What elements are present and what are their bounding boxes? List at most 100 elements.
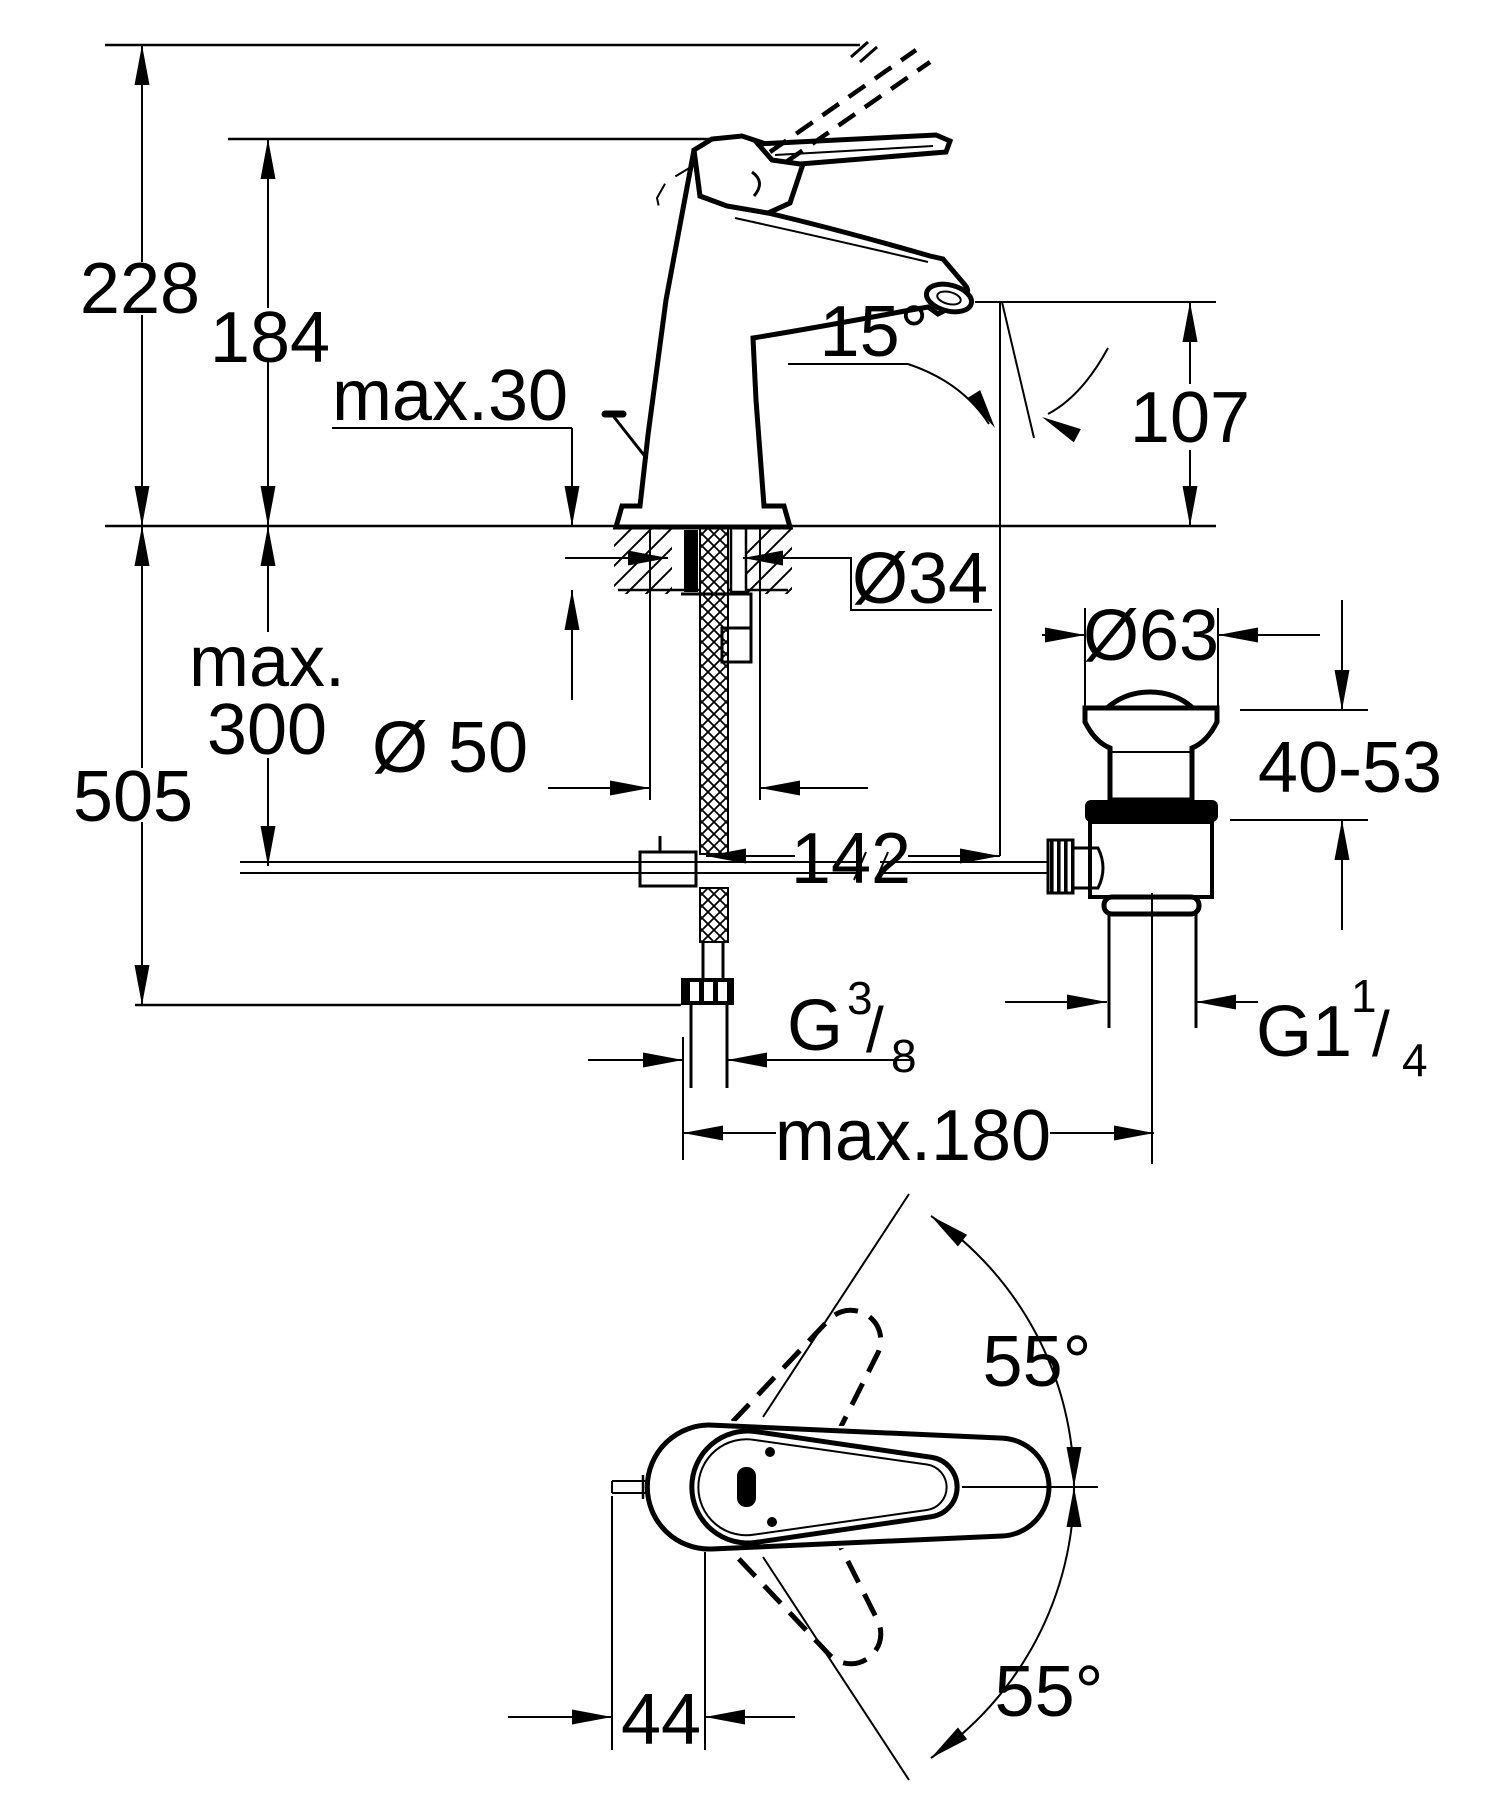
swivel-axis-upper <box>762 1193 910 1418</box>
arrow-184-top <box>260 139 276 179</box>
arrow-505-bottom <box>134 965 150 1005</box>
dim-label-supply-thread-den: 8 <box>891 1030 917 1082</box>
dim-label-supply-thread: G <box>787 986 843 1066</box>
dim-142: 142 <box>706 302 1001 899</box>
dim-label-swivel-up: 55° <box>983 1322 1092 1402</box>
dim-label-drain-thread-num: 1 <box>1351 970 1377 1022</box>
dim-label-drain-thread-slash: / <box>1372 998 1390 1070</box>
arrow-d63-right <box>1218 627 1258 643</box>
handle-top-logo-mark <box>737 1467 756 1507</box>
hose-tail-g38 <box>689 1005 729 1088</box>
mounting-nut <box>681 592 753 664</box>
arrow-107-top <box>1182 302 1198 342</box>
drain-rod-knob <box>1046 838 1075 895</box>
arrow-max180-left <box>683 1125 723 1141</box>
swivel-arc-upper <box>930 1215 1075 1488</box>
dim-15deg: 15° <box>788 292 1109 443</box>
handle-raised-dashed <box>768 48 932 164</box>
arrow-d34-right <box>743 550 783 566</box>
drain-cap <box>1100 689 1200 711</box>
pop-up-rod-joint <box>638 850 698 888</box>
drain-gasket <box>1085 800 1218 822</box>
dim-label-total-depth: 505 <box>73 757 193 837</box>
dim-label-supply-thread-slash: / <box>866 994 884 1066</box>
dim-label-depth-max-word: max. <box>189 622 345 702</box>
arrow-4053-bottom <box>1334 820 1350 860</box>
dim-label-spout-height: 107 <box>1130 378 1250 458</box>
handle-top-view: 55° 55° 44 <box>508 1193 1104 1781</box>
dim-label-deck-thickness: max.30 <box>332 356 568 436</box>
arrow-max30-top <box>564 486 580 526</box>
arrow-15deg-right <box>1038 410 1081 443</box>
arrow-107-bottom <box>1182 486 1198 526</box>
hose-tube <box>701 942 725 978</box>
handle-top-dot-lower <box>767 1517 777 1527</box>
dim-d63: Ø63 <box>1042 596 1320 708</box>
drain-assembly <box>1046 689 1220 1164</box>
arrow-228-bottom-down <box>134 486 150 526</box>
drain-rod-collar <box>1071 846 1105 890</box>
dim-label-drain-thread: G1 <box>1256 992 1352 1072</box>
arrow-44-right <box>705 1709 745 1725</box>
dim-label-drain-thread-den: 4 <box>1402 1034 1428 1086</box>
dim-107: 107 <box>1130 302 1250 526</box>
dim-max180: max.180 <box>683 1096 1154 1176</box>
dim-d34: Ø34 <box>565 539 992 619</box>
dim-label-spout-angle: 15° <box>820 292 929 372</box>
arrow-d63-left <box>1045 627 1085 643</box>
handle-raised-boss-dashed <box>655 163 697 213</box>
arrow-max180-right <box>1114 1125 1154 1141</box>
arrow-15deg-left <box>967 390 1002 432</box>
spout-aerator <box>923 281 975 315</box>
dim-g114: G1 1 / 4 <box>1005 970 1428 1086</box>
arrow-g38-right <box>727 1052 767 1068</box>
dim-label-supply-thread-num: 3 <box>847 972 873 1024</box>
handle-boss-detail <box>751 170 761 197</box>
dim-label-base-diameter: Ø 50 <box>372 708 528 788</box>
supply-hose-braid-upper <box>699 527 729 855</box>
swivel-arc-lower <box>930 1486 1075 1759</box>
drain-flange <box>1082 705 1220 803</box>
spout-inner-line <box>734 217 929 263</box>
dim-228: 228 <box>80 45 200 566</box>
dim-44: 44 <box>508 1496 795 1760</box>
dim-label-spout-projection: 142 <box>791 819 911 899</box>
pop-up-knob <box>601 410 649 460</box>
dim-label-swivel-down: 55° <box>995 1652 1104 1732</box>
arrow-d50-left <box>610 780 650 796</box>
dim-label-rod-offset: 44 <box>621 1680 701 1760</box>
dim-184: 184 <box>210 139 330 566</box>
arrow-swivel-lower-end <box>926 1727 968 1764</box>
drain-body <box>1088 820 1214 899</box>
dim-label-drain-flange: Ø63 <box>1083 596 1219 676</box>
drain-tailpipe <box>1107 914 1198 1028</box>
arrow-swivel-center-down <box>1066 1447 1082 1487</box>
handle-top-view-inner-line <box>697 1438 948 1537</box>
dim-label-hole-diameter: Ø34 <box>852 539 988 619</box>
arrow-g38-left <box>643 1052 683 1068</box>
dim-label-drain-range: 40-53 <box>1258 728 1442 808</box>
pop-up-rod-top-view <box>611 1475 650 1499</box>
dim-label-handle-height: 184 <box>210 298 330 378</box>
pop-up-rod-break <box>853 851 889 881</box>
dim-label-overall-height: 228 <box>80 249 200 329</box>
pop-up-rod <box>240 861 1048 874</box>
arrow-max300-bottom <box>260 826 276 866</box>
dim-d50: Ø 50 <box>372 528 868 800</box>
arrow-184-bottom-down <box>260 486 276 526</box>
arrow-4053-top <box>1334 670 1350 710</box>
arrow-44-left <box>572 1709 612 1725</box>
arrow-d50-right <box>760 780 800 796</box>
hose-nut <box>681 978 734 1005</box>
arrow-g114-left <box>1067 994 1107 1010</box>
mounting-shank-right <box>729 526 748 594</box>
arrow-swivel-upper-end <box>926 1210 968 1247</box>
supply-hose-braid-lower <box>699 887 729 943</box>
dim-label-reach: max.180 <box>775 1096 1051 1176</box>
dim-40-53: 40-53 <box>1230 600 1442 930</box>
dim-label-depth-max-value: 300 <box>207 690 327 770</box>
dim-505: 505 <box>73 526 193 1005</box>
dim-g38: G 3 / 8 <box>588 972 917 1160</box>
